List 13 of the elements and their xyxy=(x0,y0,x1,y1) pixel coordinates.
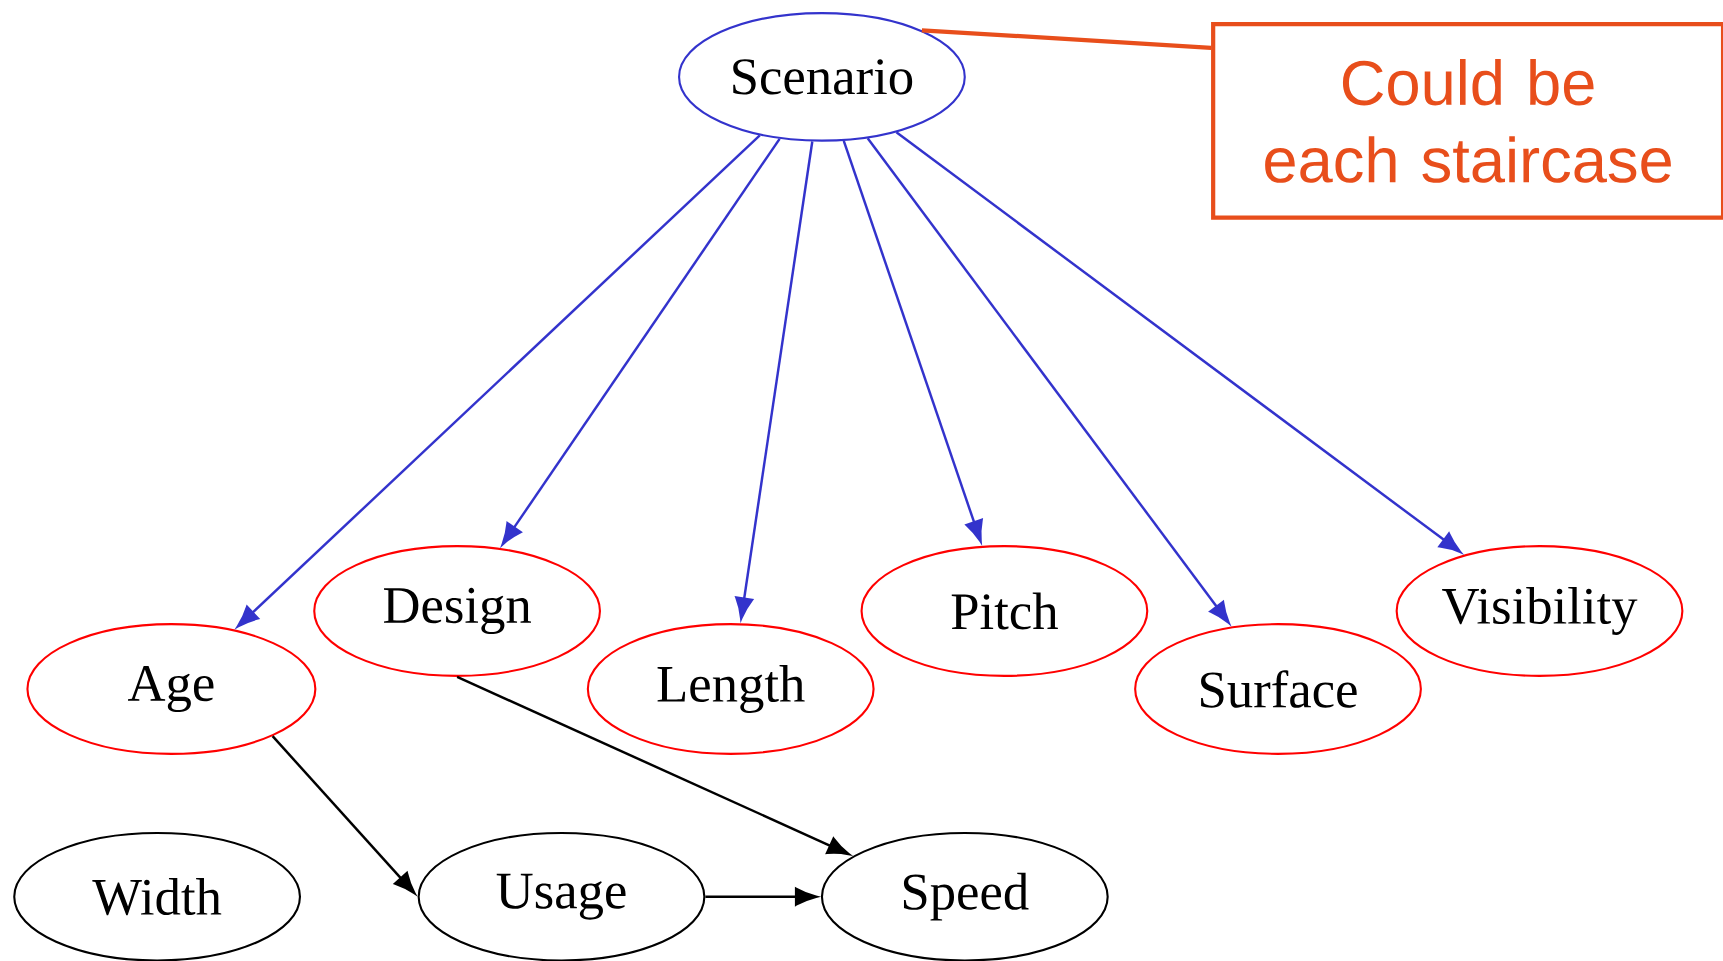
arrow xyxy=(236,134,761,628)
leader-line xyxy=(921,28,1212,50)
ellipse-node: Surface xyxy=(1134,623,1422,755)
ellipse-node: Scenario xyxy=(678,12,966,142)
ellipse-node: Age xyxy=(26,623,317,755)
ellipse-node: Length xyxy=(586,623,875,755)
ellipse-node: Design xyxy=(313,545,601,677)
arrow xyxy=(456,675,850,856)
arrow xyxy=(271,735,416,895)
ellipse-node: Visibility xyxy=(1395,545,1684,677)
arrow xyxy=(501,138,781,546)
arrow xyxy=(705,887,818,906)
callout-box: Could be each staircase xyxy=(1211,22,1723,220)
